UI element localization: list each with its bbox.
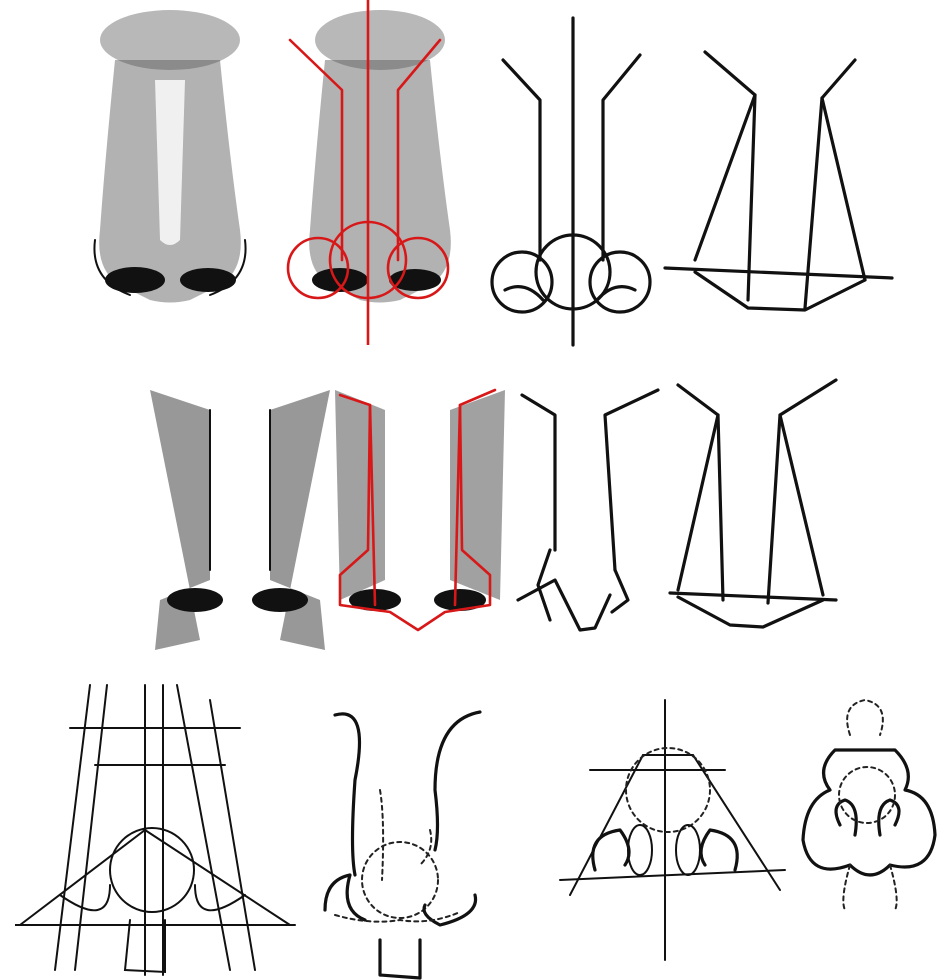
tip-outline [518, 580, 610, 630]
construction-circles-diagram [485, 10, 665, 350]
left-ala [325, 875, 365, 920]
bridge-dashed [847, 700, 883, 735]
construction-circles-svg [485, 10, 665, 350]
left-wedge-line [678, 385, 718, 590]
outline-construction-diagram [510, 380, 670, 635]
stippled-nose-svg [60, 0, 280, 345]
stippled-nose-red-svg [280, 0, 480, 345]
right-ala-line [612, 570, 628, 612]
hatched-nose-red-svg [330, 350, 510, 680]
tip-dashed-circle [362, 842, 438, 918]
hatched-nose-drawing [140, 350, 340, 680]
construction-wedge-svg [660, 50, 900, 320]
nostril-triangle-svg [555, 695, 790, 965]
outline-construction-svg [510, 380, 670, 635]
right-inner-line [805, 98, 822, 308]
base-line [670, 593, 836, 600]
left-nostril-opening [836, 800, 856, 835]
left-inner-line [718, 415, 723, 600]
left-wing-circle [492, 252, 552, 312]
tip-dashed-circle [839, 767, 895, 823]
left-nostril-curve [505, 287, 543, 300]
stippled-nose-drawing [60, 0, 280, 345]
left-bridge-line [503, 60, 540, 260]
left-inner-line [748, 95, 755, 300]
perspective-construction-svg [15, 680, 300, 980]
construction-wedge-diagram [660, 50, 900, 320]
perspective-construction-diagram [15, 680, 300, 980]
left-nostril [167, 588, 223, 612]
left-nostril [105, 267, 165, 293]
outline-wedge-svg [668, 375, 843, 635]
philtrum [380, 940, 420, 978]
dashed-outline-svg [310, 700, 510, 980]
hatch-texture [335, 390, 505, 611]
nostril-outline-svg [795, 690, 943, 920]
outline-wedge-diagram [668, 375, 843, 635]
nostril-triangle-construction [555, 695, 790, 965]
right-bridge-line [605, 390, 658, 570]
right-wedge-line [822, 60, 865, 280]
left-nostril-outline [593, 830, 629, 870]
nose-base-outline [803, 750, 935, 875]
hatched-nose-with-red-construction [330, 350, 510, 680]
right-inner-line [768, 415, 780, 603]
left-bridge-line [522, 395, 555, 550]
right-wing-circle [590, 252, 650, 312]
left-nostril-opening [628, 825, 652, 875]
stipple-texture [99, 10, 241, 303]
right-bridge-curve [435, 712, 480, 850]
left-bridge-curve [335, 714, 360, 875]
dashed-outline-nose [310, 700, 510, 980]
right-nostril [252, 588, 308, 612]
right-nostril-outline [701, 830, 737, 870]
base-wedge [678, 597, 823, 627]
right-bridge-line [603, 55, 640, 260]
hatch-texture [150, 390, 330, 650]
nostril-outline-nose [795, 690, 943, 920]
right-nostril-curve [597, 287, 635, 300]
stippled-nose-with-red-construction [280, 0, 480, 345]
right-nostril-opening [676, 825, 700, 875]
base-wedge [695, 272, 865, 310]
hatched-nose-svg [140, 350, 340, 680]
right-nostril [180, 268, 236, 292]
right-wedge-line [780, 380, 836, 595]
left-wedge-line [695, 52, 755, 260]
right-nostril-opening [879, 800, 899, 835]
